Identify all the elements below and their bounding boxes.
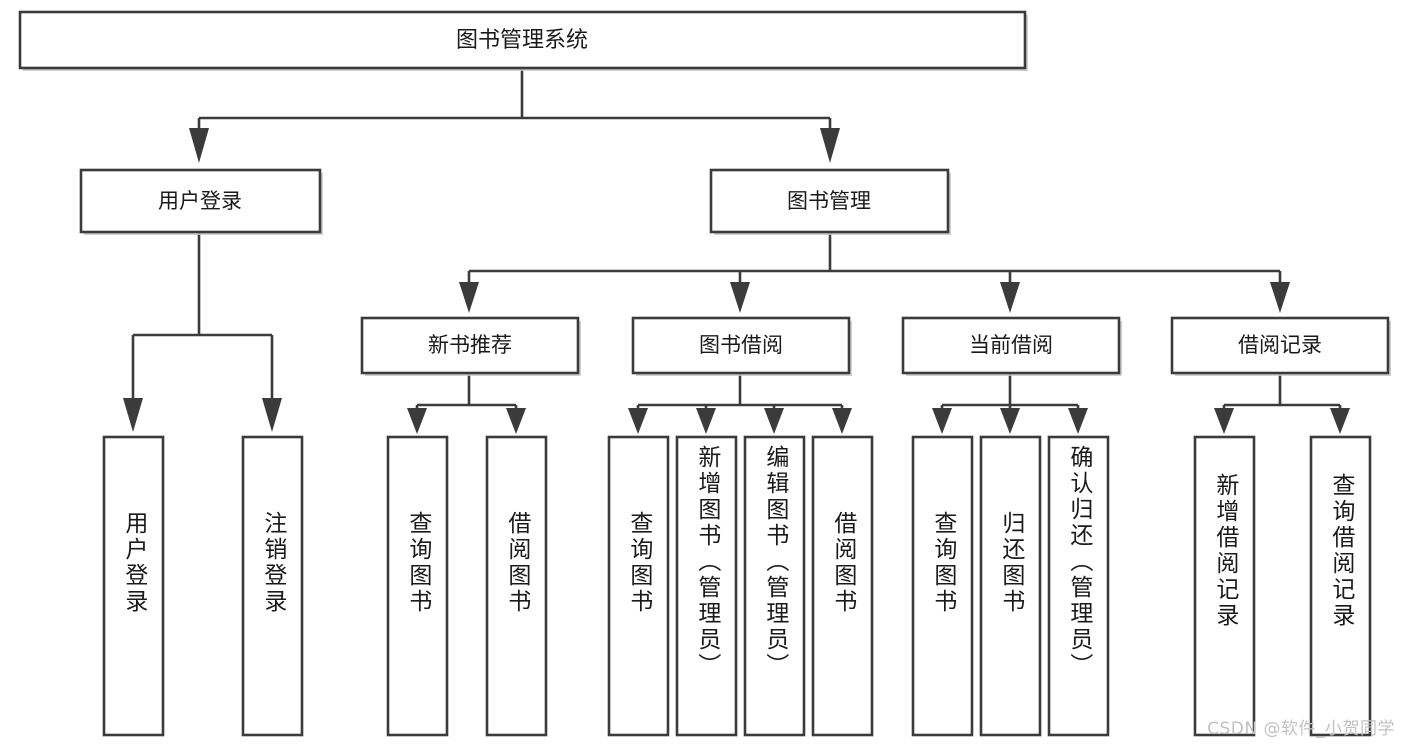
new-book-recommend-box (360, 316, 580, 375)
arrow-head-leaf-user-login-0 (123, 398, 143, 432)
leaf-box-user-login-1[interactable] (241, 435, 304, 737)
connector-group-current-borrow (932, 373, 1088, 434)
new-book-recommend-label: 新书推荐 (428, 333, 512, 357)
node-borrow-record[interactable]: 借阅记录 (1170, 316, 1391, 376)
arrow-head-leaf-nbr-0 (407, 408, 427, 434)
book-borrow-box (631, 316, 851, 375)
arrow-head-borrow-record (1270, 282, 1290, 313)
leaf-box-br-0[interactable] (1193, 435, 1256, 737)
leaf-box-user-login-0[interactable] (102, 435, 165, 737)
arrow-head-leaf-bb-1 (696, 408, 716, 434)
root-label: 图书管理系统 (456, 28, 588, 53)
arrow-head-leaf-cb-1 (1000, 408, 1020, 434)
node-book-borrow[interactable]: 图书借阅 (631, 316, 852, 376)
arrow-head-new-book-recommend (459, 282, 479, 313)
user-login-box (79, 168, 322, 234)
leaf-box-cb-2[interactable] (1047, 435, 1110, 737)
arrow-head-leaf-user-login-1 (262, 398, 282, 432)
leaf-box-cb-0[interactable] (911, 435, 974, 737)
connector-group-new-book-recommend (407, 373, 526, 434)
book-borrow-label: 图书借阅 (699, 333, 783, 357)
borrow-record-label: 借阅记录 (1238, 333, 1322, 357)
leaf-box-bb-1[interactable] (675, 435, 738, 737)
leaf-box-bb-3[interactable] (811, 435, 874, 737)
root-box (18, 10, 1027, 70)
arrow-head-leaf-bb-3 (832, 408, 852, 434)
arrow-head-leaf-cb-2 (1068, 408, 1088, 434)
arrow-head-book-manage (820, 128, 840, 163)
arrow-head-leaf-cb-0 (932, 408, 952, 434)
node-user-login[interactable]: 用户登录 (79, 168, 323, 235)
leaf-box-nbr-1[interactable] (485, 435, 548, 737)
leaf-box-cb-1[interactable] (979, 435, 1042, 737)
current-borrow-box (901, 316, 1121, 375)
user-login-label: 用户登录 (158, 189, 242, 213)
connector-group-book-manage (459, 232, 1290, 313)
leaf-box-bb-0[interactable] (607, 435, 670, 737)
arrow-head-current-borrow (1000, 282, 1020, 313)
arrow-head-book-borrow (730, 282, 750, 313)
node-current-borrow[interactable]: 当前借阅 (901, 316, 1122, 376)
borrow-record-box (1170, 316, 1390, 375)
book-management-box (709, 168, 950, 234)
book-management-label: 图书管理 (787, 189, 871, 213)
connector-group-root (189, 68, 840, 163)
node-root-book-management-system[interactable]: 图书管理系统 (18, 10, 1028, 71)
node-book-management[interactable]: 图书管理 (709, 168, 951, 235)
arrow-head-leaf-br-0 (1214, 408, 1234, 434)
node-new-book-recommend[interactable]: 新书推荐 (360, 316, 581, 376)
connector-group-user-login (123, 232, 282, 432)
leaf-box-nbr-0[interactable] (386, 435, 449, 737)
leaf-box-bb-2[interactable] (743, 435, 806, 737)
arrow-head-leaf-br-1 (1330, 408, 1350, 434)
arrow-head-leaf-bb-2 (764, 408, 784, 434)
connector-group-borrow-record (1214, 373, 1350, 434)
csdn-watermark: CSDN @软件_小贺同学 (1207, 719, 1395, 739)
leaf-box-br-1[interactable] (1309, 435, 1372, 737)
arrow-head-leaf-bb-0 (628, 408, 648, 434)
arrow-head-leaf-nbr-1 (506, 408, 526, 434)
current-borrow-label: 当前借阅 (969, 333, 1053, 357)
connector-group-book-borrow (628, 373, 852, 434)
arrow-head-user-login (189, 128, 209, 163)
